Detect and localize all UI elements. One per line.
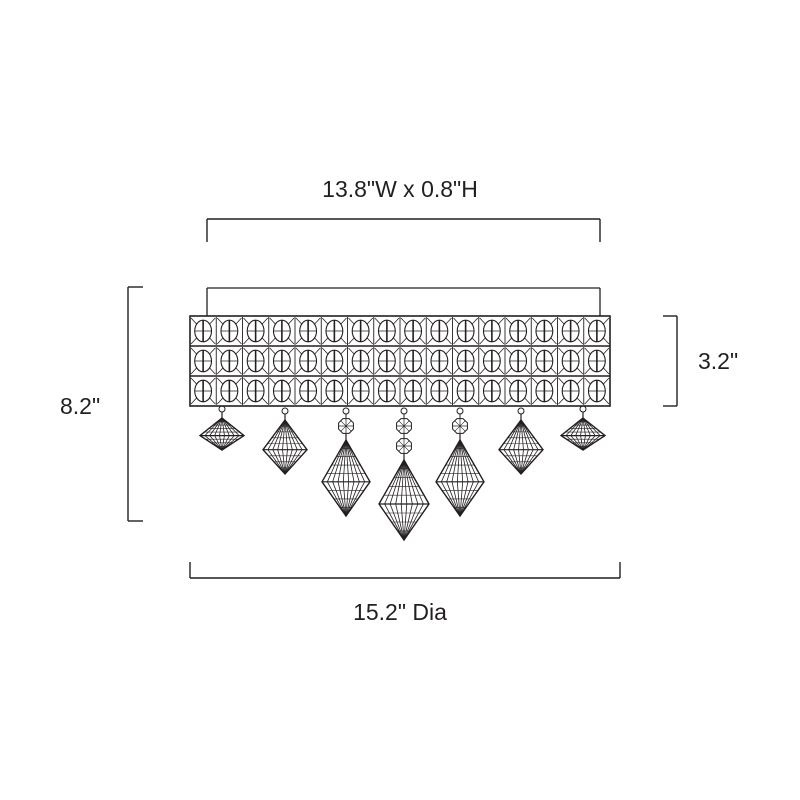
crystal-bead	[321, 317, 348, 345]
crystal-bead	[321, 377, 348, 405]
crystal-bead	[453, 317, 480, 345]
crystal-bead	[479, 317, 506, 345]
crystal-bead	[479, 347, 506, 375]
crystal-bead	[453, 347, 480, 375]
crystal-bead	[531, 377, 558, 405]
crystal-bead	[479, 377, 506, 405]
crystal-bead	[584, 347, 611, 375]
crystal-bead	[216, 347, 243, 375]
pendant-crystal	[498, 407, 544, 476]
pendant-crystal	[378, 407, 430, 542]
crystal-bead	[269, 317, 296, 345]
bottom-dimension-bracket	[189, 562, 621, 579]
pendant-crystal	[198, 405, 246, 451]
top-dimension-bracket	[206, 218, 601, 242]
crystal-bead	[216, 317, 243, 345]
fixture-canopy	[206, 287, 601, 316]
crystal-bead	[584, 317, 611, 345]
crystal-bead	[584, 377, 611, 405]
crystal-bead	[243, 347, 270, 375]
pendant-crystal	[435, 407, 485, 518]
crystal-bead	[400, 317, 427, 345]
crystal-bead	[426, 377, 453, 405]
crystal-bead	[243, 317, 270, 345]
crystal-bead	[558, 317, 585, 345]
body-height-label: 3.2"	[698, 348, 739, 374]
crystal-bead	[505, 377, 532, 405]
crystal-bead	[190, 377, 217, 405]
crystal-bead	[426, 347, 453, 375]
crystal-bead	[348, 377, 375, 405]
crystal-bead	[190, 317, 217, 345]
crystal-band	[189, 315, 611, 407]
crystal-bead	[190, 347, 217, 375]
pendant-crystal	[262, 407, 308, 476]
crystal-bead	[374, 377, 401, 405]
crystal-bead	[348, 317, 375, 345]
crystal-bead	[374, 317, 401, 345]
overall-height-label: 8.2"	[60, 393, 101, 419]
crystal-bead	[374, 347, 401, 375]
diameter-label: 15.2" Dia	[353, 599, 447, 625]
pendant-crystal	[321, 407, 371, 518]
left-dimension-bracket	[127, 286, 143, 522]
crystal-bead	[269, 377, 296, 405]
crystal-bead	[505, 347, 532, 375]
crystal-bead	[295, 377, 322, 405]
crystal-bead	[295, 317, 322, 345]
crystal-bead	[558, 347, 585, 375]
crystal-bead	[453, 377, 480, 405]
crystal-bead	[426, 317, 453, 345]
crystal-bead	[243, 377, 270, 405]
crystal-bead	[400, 347, 427, 375]
crystal-bead	[348, 347, 375, 375]
right-dimension-bracket	[663, 315, 678, 407]
crystal-bead	[558, 377, 585, 405]
pendant-crystal	[559, 405, 607, 451]
crystal-bead	[269, 347, 296, 375]
crystal-bead	[295, 347, 322, 375]
width-height-label: 13.8"W x 0.8"H	[322, 176, 478, 202]
crystal-bead	[531, 347, 558, 375]
crystal-bead	[531, 317, 558, 345]
crystal-bead	[505, 317, 532, 345]
crystal-bead	[216, 377, 243, 405]
crystal-bead	[321, 347, 348, 375]
crystal-bead	[400, 377, 427, 405]
crystal-pendants	[198, 405, 607, 542]
